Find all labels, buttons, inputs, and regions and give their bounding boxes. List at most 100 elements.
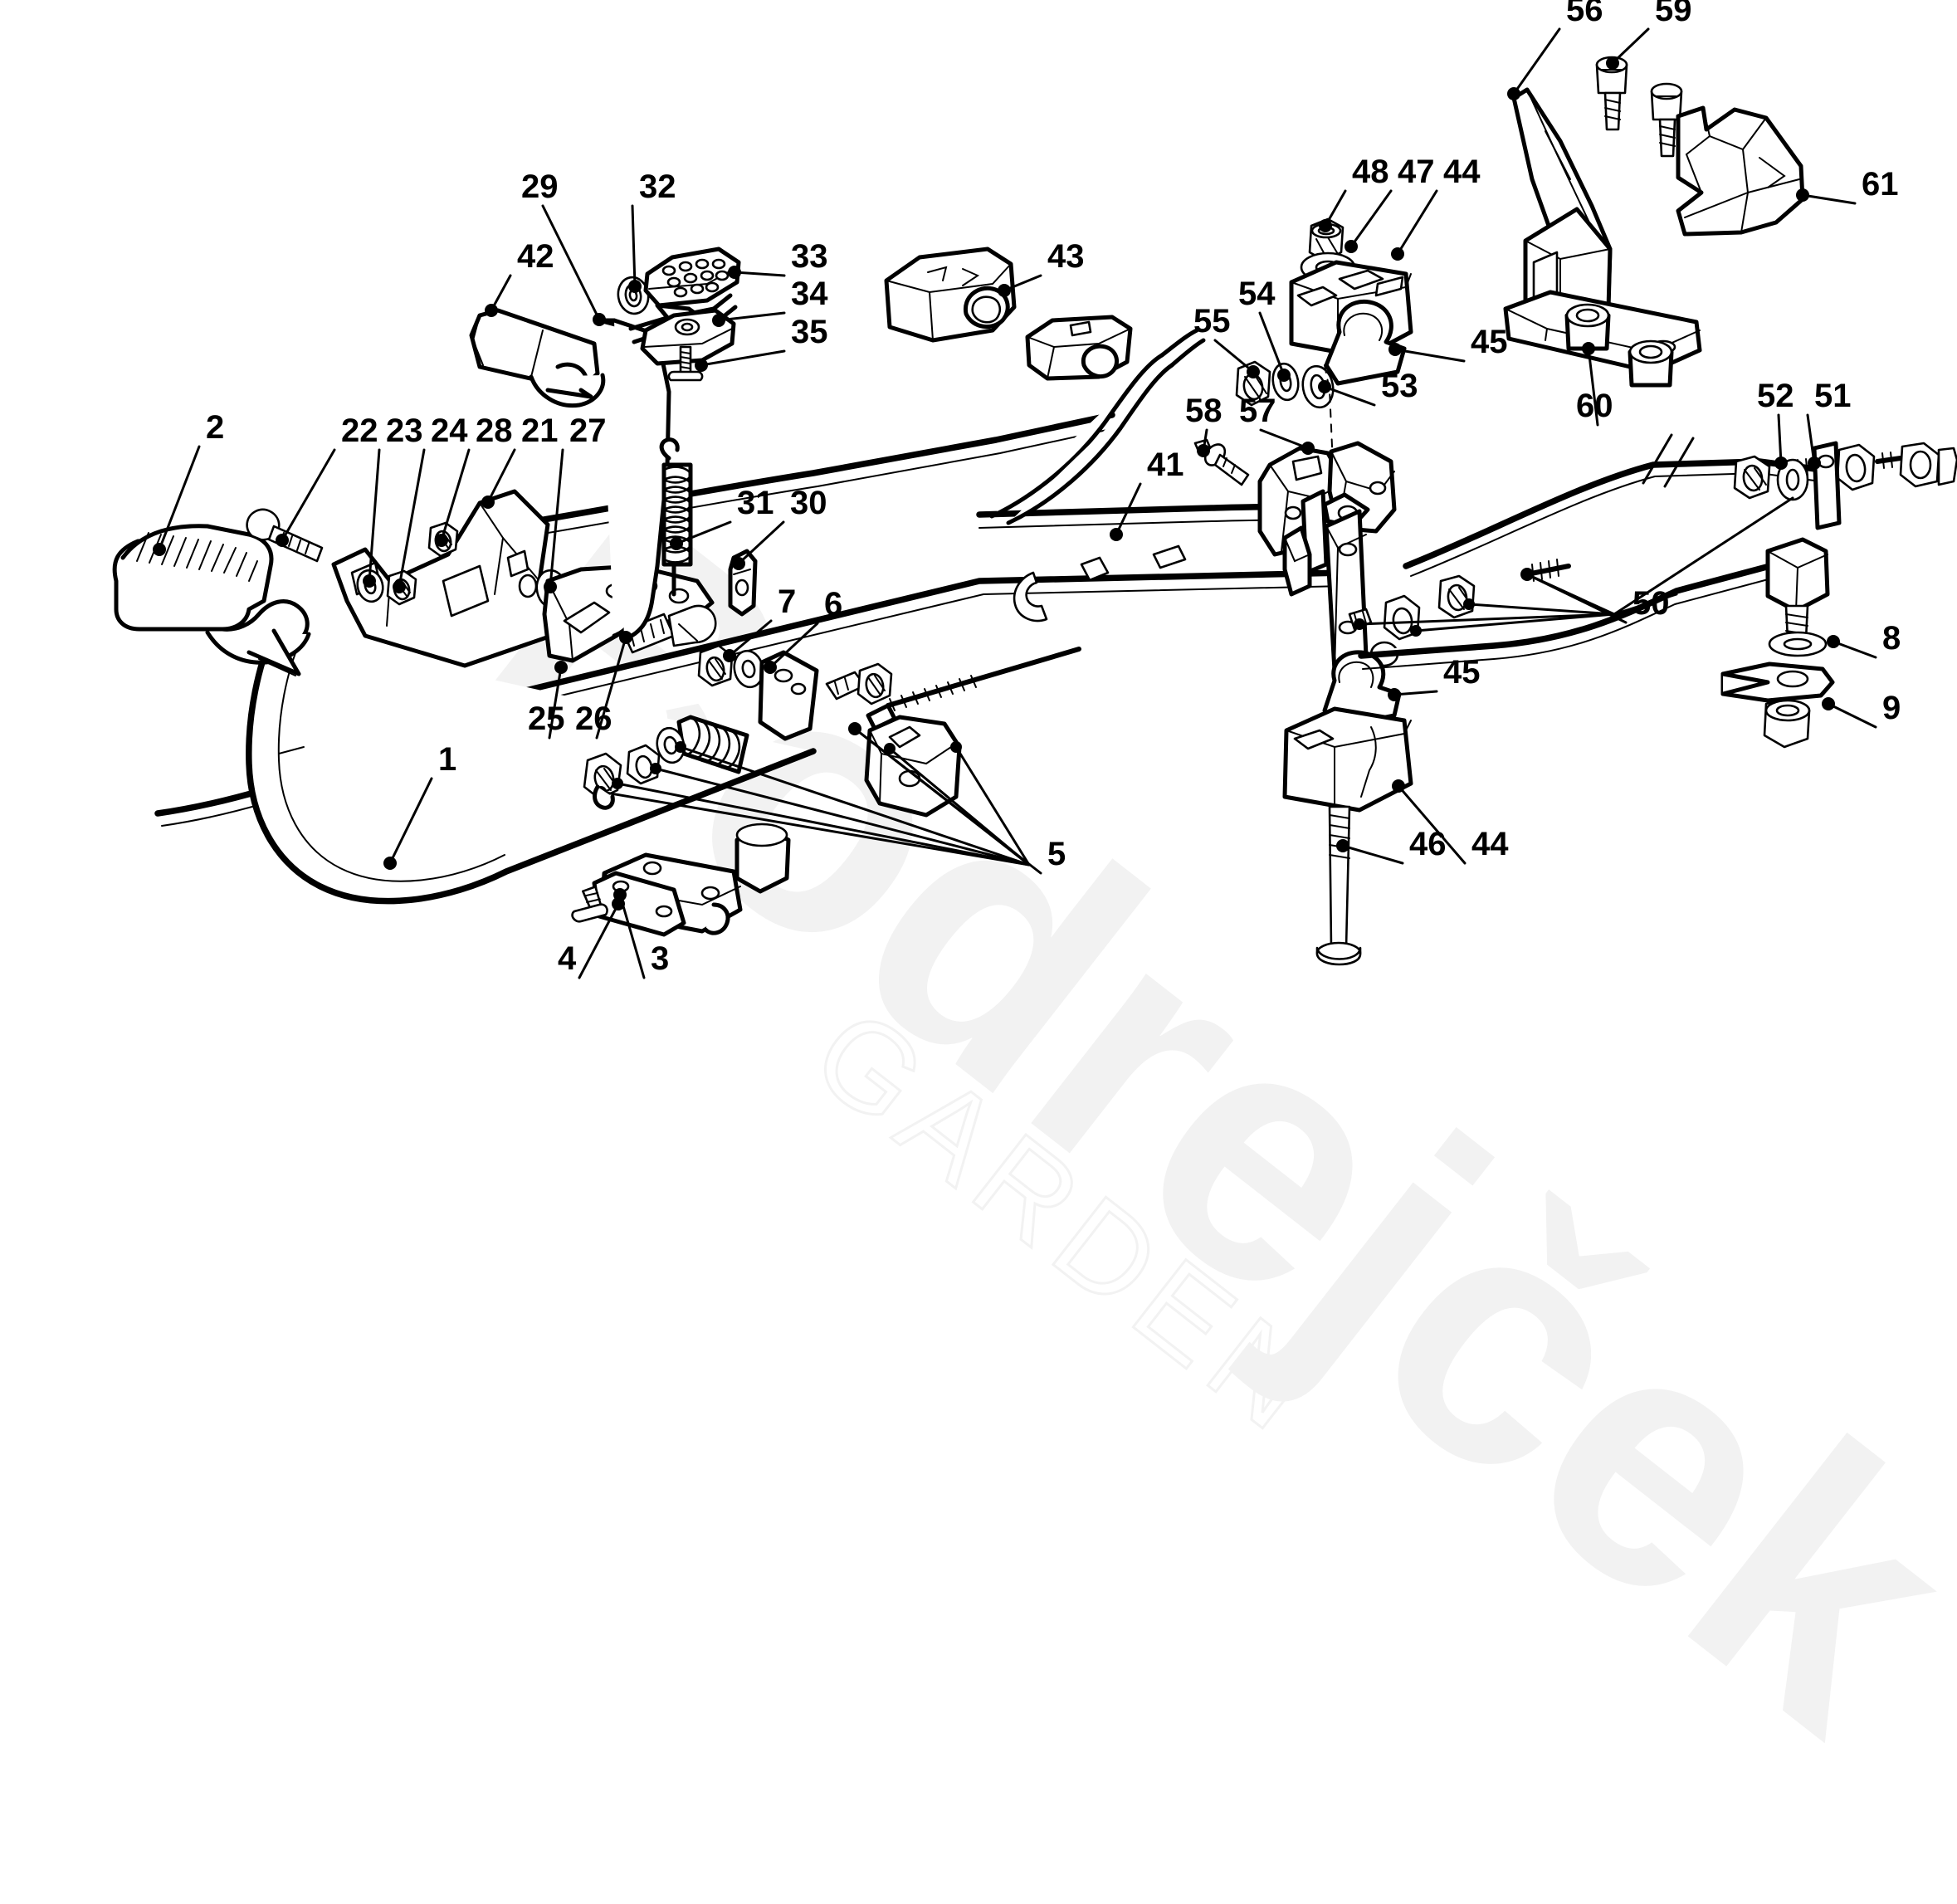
callout-leader-line xyxy=(1396,189,1438,256)
callout-leader-line xyxy=(700,349,786,367)
callout-leader-line xyxy=(1806,413,1816,465)
callout-leader-line xyxy=(549,448,564,588)
callout-22: 22 xyxy=(276,413,378,547)
callout-5: 5 xyxy=(848,722,1066,875)
callout-leader-line xyxy=(388,777,433,865)
callout-number: 3 xyxy=(651,940,669,977)
callout-57: 57 xyxy=(1239,393,1315,455)
callout-number: 1 xyxy=(438,741,456,778)
callout-anchor-dot xyxy=(848,722,861,735)
bolts-60 xyxy=(1564,303,1674,388)
callout-29: 29 xyxy=(521,168,606,326)
rod-spring-hardware xyxy=(583,644,1081,894)
screws-59 xyxy=(1595,56,1683,158)
callout-anchor-dot xyxy=(435,534,448,547)
callout-number: 52 xyxy=(1757,378,1794,414)
callout-59: 59 xyxy=(1606,0,1692,70)
callout-anchor-dot xyxy=(1822,697,1835,710)
callout-33: 33 xyxy=(728,238,828,279)
callout-9: 9 xyxy=(1822,690,1901,729)
screw-35 xyxy=(667,345,704,382)
callout-28: 28 xyxy=(435,413,513,547)
hook-clip xyxy=(593,784,615,810)
callout-anchor-dot xyxy=(276,534,289,547)
callout-leader-line xyxy=(548,666,563,740)
callout-number: 61 xyxy=(1862,166,1899,203)
bolt-cluster-5 xyxy=(825,662,893,705)
callout-leader-line xyxy=(1525,573,1628,624)
callout-42: 42 xyxy=(485,238,554,317)
callout-leader-line xyxy=(1827,702,1877,729)
callout-number: 53 xyxy=(1381,368,1418,404)
callout-anchor-dot xyxy=(728,266,741,279)
hand-grip-42 xyxy=(469,308,606,408)
callout-anchor-dot xyxy=(1391,247,1404,261)
callout-anchor-dot xyxy=(481,496,495,509)
callout-leader-line xyxy=(368,448,381,583)
callout-leader-line xyxy=(1393,690,1438,696)
brake-pedal-pad xyxy=(112,524,311,676)
callout-32: 32 xyxy=(628,168,676,293)
callout-23: 23 xyxy=(363,413,423,588)
screw-4 xyxy=(571,886,608,923)
callout-anchor-dot xyxy=(1388,343,1402,356)
callout-anchor-dot xyxy=(723,649,736,662)
nut-9 xyxy=(1763,697,1811,749)
callout-54: 54 xyxy=(1238,276,1291,382)
screw-59a xyxy=(1595,56,1628,131)
callout-number: 32 xyxy=(639,168,676,205)
bolt-60a xyxy=(1564,303,1611,351)
callout-number: 47 xyxy=(1398,154,1435,190)
callout-anchor-dot xyxy=(1606,56,1619,70)
callout-leader-line xyxy=(1213,339,1255,373)
callout-44: 44 xyxy=(1391,154,1481,261)
callout-anchor-dot xyxy=(1388,688,1401,701)
callout-46: 46 xyxy=(1336,826,1447,865)
callout-6: 6 xyxy=(764,586,842,674)
callout-anchor-dot xyxy=(670,537,683,550)
bolt-26 xyxy=(621,604,717,654)
callout-44b: 44 xyxy=(1392,779,1509,865)
callout-number: 51 xyxy=(1814,378,1852,414)
callout-number: 42 xyxy=(517,238,554,275)
callout-leader-line xyxy=(1611,27,1650,65)
callout-anchor-dot xyxy=(1277,369,1291,382)
callout-number: 25 xyxy=(528,701,565,737)
callout-anchor-dot xyxy=(712,314,725,327)
callout-anchor-dot xyxy=(393,580,406,593)
callout-leader-line xyxy=(1349,189,1393,248)
parking-brake-pad xyxy=(640,247,741,382)
screw-59b xyxy=(1650,82,1683,158)
callout-anchor-dot xyxy=(544,580,557,593)
callout-number: 44 xyxy=(1471,826,1509,862)
callout-leader-line xyxy=(728,619,773,657)
callout-leader-line xyxy=(1512,27,1561,95)
plastic-clip-61 xyxy=(1676,105,1805,237)
callout-1: 1 xyxy=(383,741,456,870)
nut-55 xyxy=(1235,360,1271,407)
callout-number: 29 xyxy=(521,168,559,205)
callout-leader-line xyxy=(541,204,601,321)
cable-clamp-3 xyxy=(592,852,743,937)
callout-anchor-dot xyxy=(1582,342,1595,355)
callout-number: 41 xyxy=(1147,447,1184,483)
callout-number: 9 xyxy=(1882,690,1901,726)
callout-number: 6 xyxy=(824,586,842,622)
callout-number: 30 xyxy=(790,485,827,521)
callout-anchor-dot xyxy=(612,897,625,911)
bolt-60b xyxy=(1628,339,1674,388)
callout-leader-line xyxy=(1259,428,1310,450)
pedal-cover-43 xyxy=(884,247,1017,343)
callout-number: 21 xyxy=(521,413,559,449)
callout-anchor-dot xyxy=(363,574,376,588)
callout-number: 31 xyxy=(737,485,774,521)
callout-anchor-dot xyxy=(593,313,606,326)
callout-anchor-dot xyxy=(1319,219,1332,232)
callout-number: 48 xyxy=(1352,154,1389,190)
callout-number: 23 xyxy=(386,413,423,449)
bolt-46 xyxy=(1315,805,1362,966)
callout-number: 27 xyxy=(569,413,607,449)
callout-leader-line xyxy=(1832,640,1877,659)
